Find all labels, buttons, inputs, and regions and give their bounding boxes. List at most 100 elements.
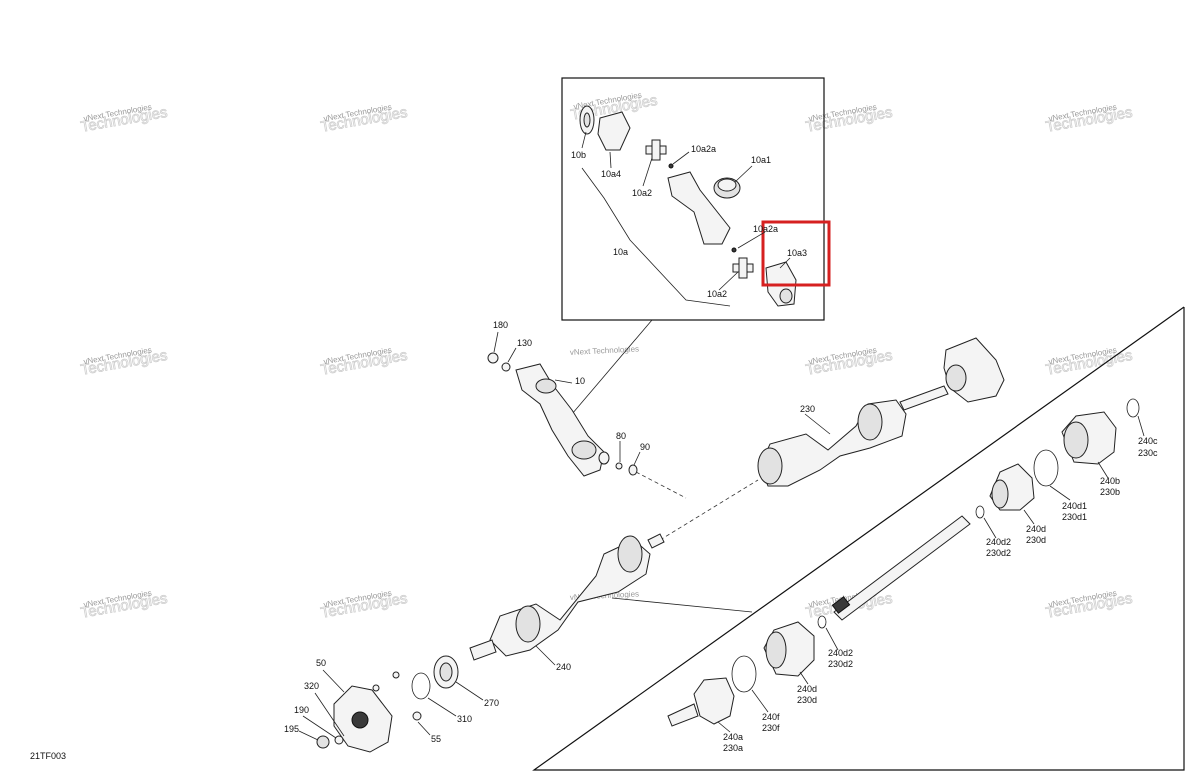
propshaft-part-10 [571, 440, 597, 460]
detail-leader-line [611, 597, 753, 613]
part-label: 230 [800, 404, 815, 414]
part-label: 320 [304, 681, 319, 691]
part-label: 240 [556, 662, 571, 672]
leader-line [554, 379, 573, 384]
part-label: 10a2a [691, 144, 716, 154]
leader-line [609, 151, 612, 169]
housing-part-240a [667, 703, 699, 727]
part-label: 240d1 [1062, 501, 1087, 511]
wheel-hub-part-50 [351, 711, 369, 729]
leader-line [581, 167, 731, 307]
part-label: 270 [484, 698, 499, 708]
axle-shaft [831, 596, 851, 614]
clamp-part-240f [731, 655, 757, 693]
leader-line [417, 721, 431, 736]
part-label: 230d1 [1062, 512, 1087, 522]
clamp-part-240d2 [817, 615, 827, 629]
part-label: 50 [316, 658, 326, 668]
clamp-part-240d1 [1033, 449, 1059, 487]
leader-line [642, 157, 653, 187]
part-label: 10 [575, 376, 585, 386]
circlip-part-240c [1126, 398, 1140, 418]
leader-line [1049, 485, 1071, 501]
watermark: vNext Technologies [570, 344, 640, 357]
part-label: 10a1 [751, 155, 771, 165]
leader-line [633, 451, 641, 466]
driveshaft-part-240 [617, 535, 643, 573]
driveshaft-part-240 [469, 639, 497, 661]
leader-line [779, 257, 791, 269]
part-label: 10a [613, 247, 628, 257]
yoke-part-10a4 [597, 111, 631, 151]
watermark: Technologies vNext Technologies [804, 102, 894, 136]
part-label: 240f [762, 712, 780, 722]
part-label: 230d [1026, 535, 1046, 545]
propshaft-part-10 [535, 378, 557, 394]
leader-line [507, 347, 517, 363]
leader-line [298, 730, 319, 741]
part-label: 240b [1100, 476, 1120, 486]
driveshaft-assembly-240: 240 270 310 55 50 320 190 195 [284, 533, 665, 753]
part-label: 10b [571, 150, 586, 160]
watermark: Technologies vNext Technologies [319, 345, 409, 379]
part-label: 230d2 [986, 548, 1011, 558]
part-label: 195 [284, 724, 299, 734]
driveshaft-part-230 [757, 447, 783, 485]
driveshaft-part-240 [515, 605, 541, 643]
watermark: Technologies vNext Technologies [804, 345, 894, 379]
part-label: 230d2 [828, 659, 853, 669]
assembly-line [659, 479, 759, 541]
bolt-part-80 [615, 462, 623, 470]
driveshaft-part-230 [857, 403, 883, 441]
part-label: 80 [616, 431, 626, 441]
part-label: 230c [1138, 448, 1158, 458]
watermark: Technologies vNext Technologies [79, 345, 169, 379]
leader-line [718, 271, 739, 291]
part-label: 130 [517, 338, 532, 348]
clamp-part-240d2 [975, 505, 985, 519]
cv-joint-detail: 240c 230c 240b 230b 240d1 230d1 240d 230… [532, 306, 1185, 771]
driveshaft-assembly-230: 230 [757, 337, 1005, 487]
diagram-code: 21TF003 [30, 751, 66, 761]
inset-frame [561, 77, 825, 321]
part-label: 230f [762, 723, 780, 733]
bolt-part-55 [412, 711, 422, 721]
axle-shaft [833, 515, 971, 621]
driveshaft-part-230 [759, 399, 907, 487]
leader-line [1023, 509, 1035, 525]
leader-line [314, 692, 345, 737]
boot-part-240d [991, 479, 1009, 509]
circlip-part-310 [411, 672, 431, 700]
nut-part-190 [334, 735, 344, 745]
leader-line [983, 517, 997, 539]
leader-line [1137, 415, 1145, 437]
leader-line [804, 413, 831, 435]
detail-frame [532, 306, 1185, 771]
assembly-line [635, 471, 687, 499]
housing-part-240a [693, 677, 735, 725]
propshaft-assembly: 180 130 10 80 90 [487, 320, 650, 477]
bolt-part-55 [372, 684, 380, 692]
leader-line [751, 689, 769, 713]
cross-part-10a2 [645, 139, 667, 161]
housing-part-240b [1063, 421, 1089, 459]
leader-line [799, 671, 809, 685]
watermark: Technologies vNext Technologies [1044, 102, 1134, 136]
part-label: 240d [797, 684, 817, 694]
part-label: 240d2 [828, 648, 853, 658]
boot-part-10a1 [717, 178, 737, 192]
part-label: 240c [1138, 436, 1158, 446]
part-label: 90 [640, 442, 650, 452]
leader-line [535, 645, 556, 666]
leader-line [734, 165, 753, 183]
yoke-part-10a3 [779, 288, 793, 304]
watermark-text: vNext Technologies [570, 344, 640, 357]
part-label: 230b [1100, 487, 1120, 497]
propshaft-part-10 [598, 451, 610, 465]
propshaft-detail-inset: 10b 10a4 10a2 10a2a 10a1 10a 10a2a 10a3 … [561, 77, 831, 415]
part-label: 10a4 [601, 169, 621, 179]
watermark: Technologies vNext Technologies [1044, 588, 1134, 622]
part-label: 10a2a [753, 224, 778, 234]
boot-part-240d [765, 631, 787, 669]
